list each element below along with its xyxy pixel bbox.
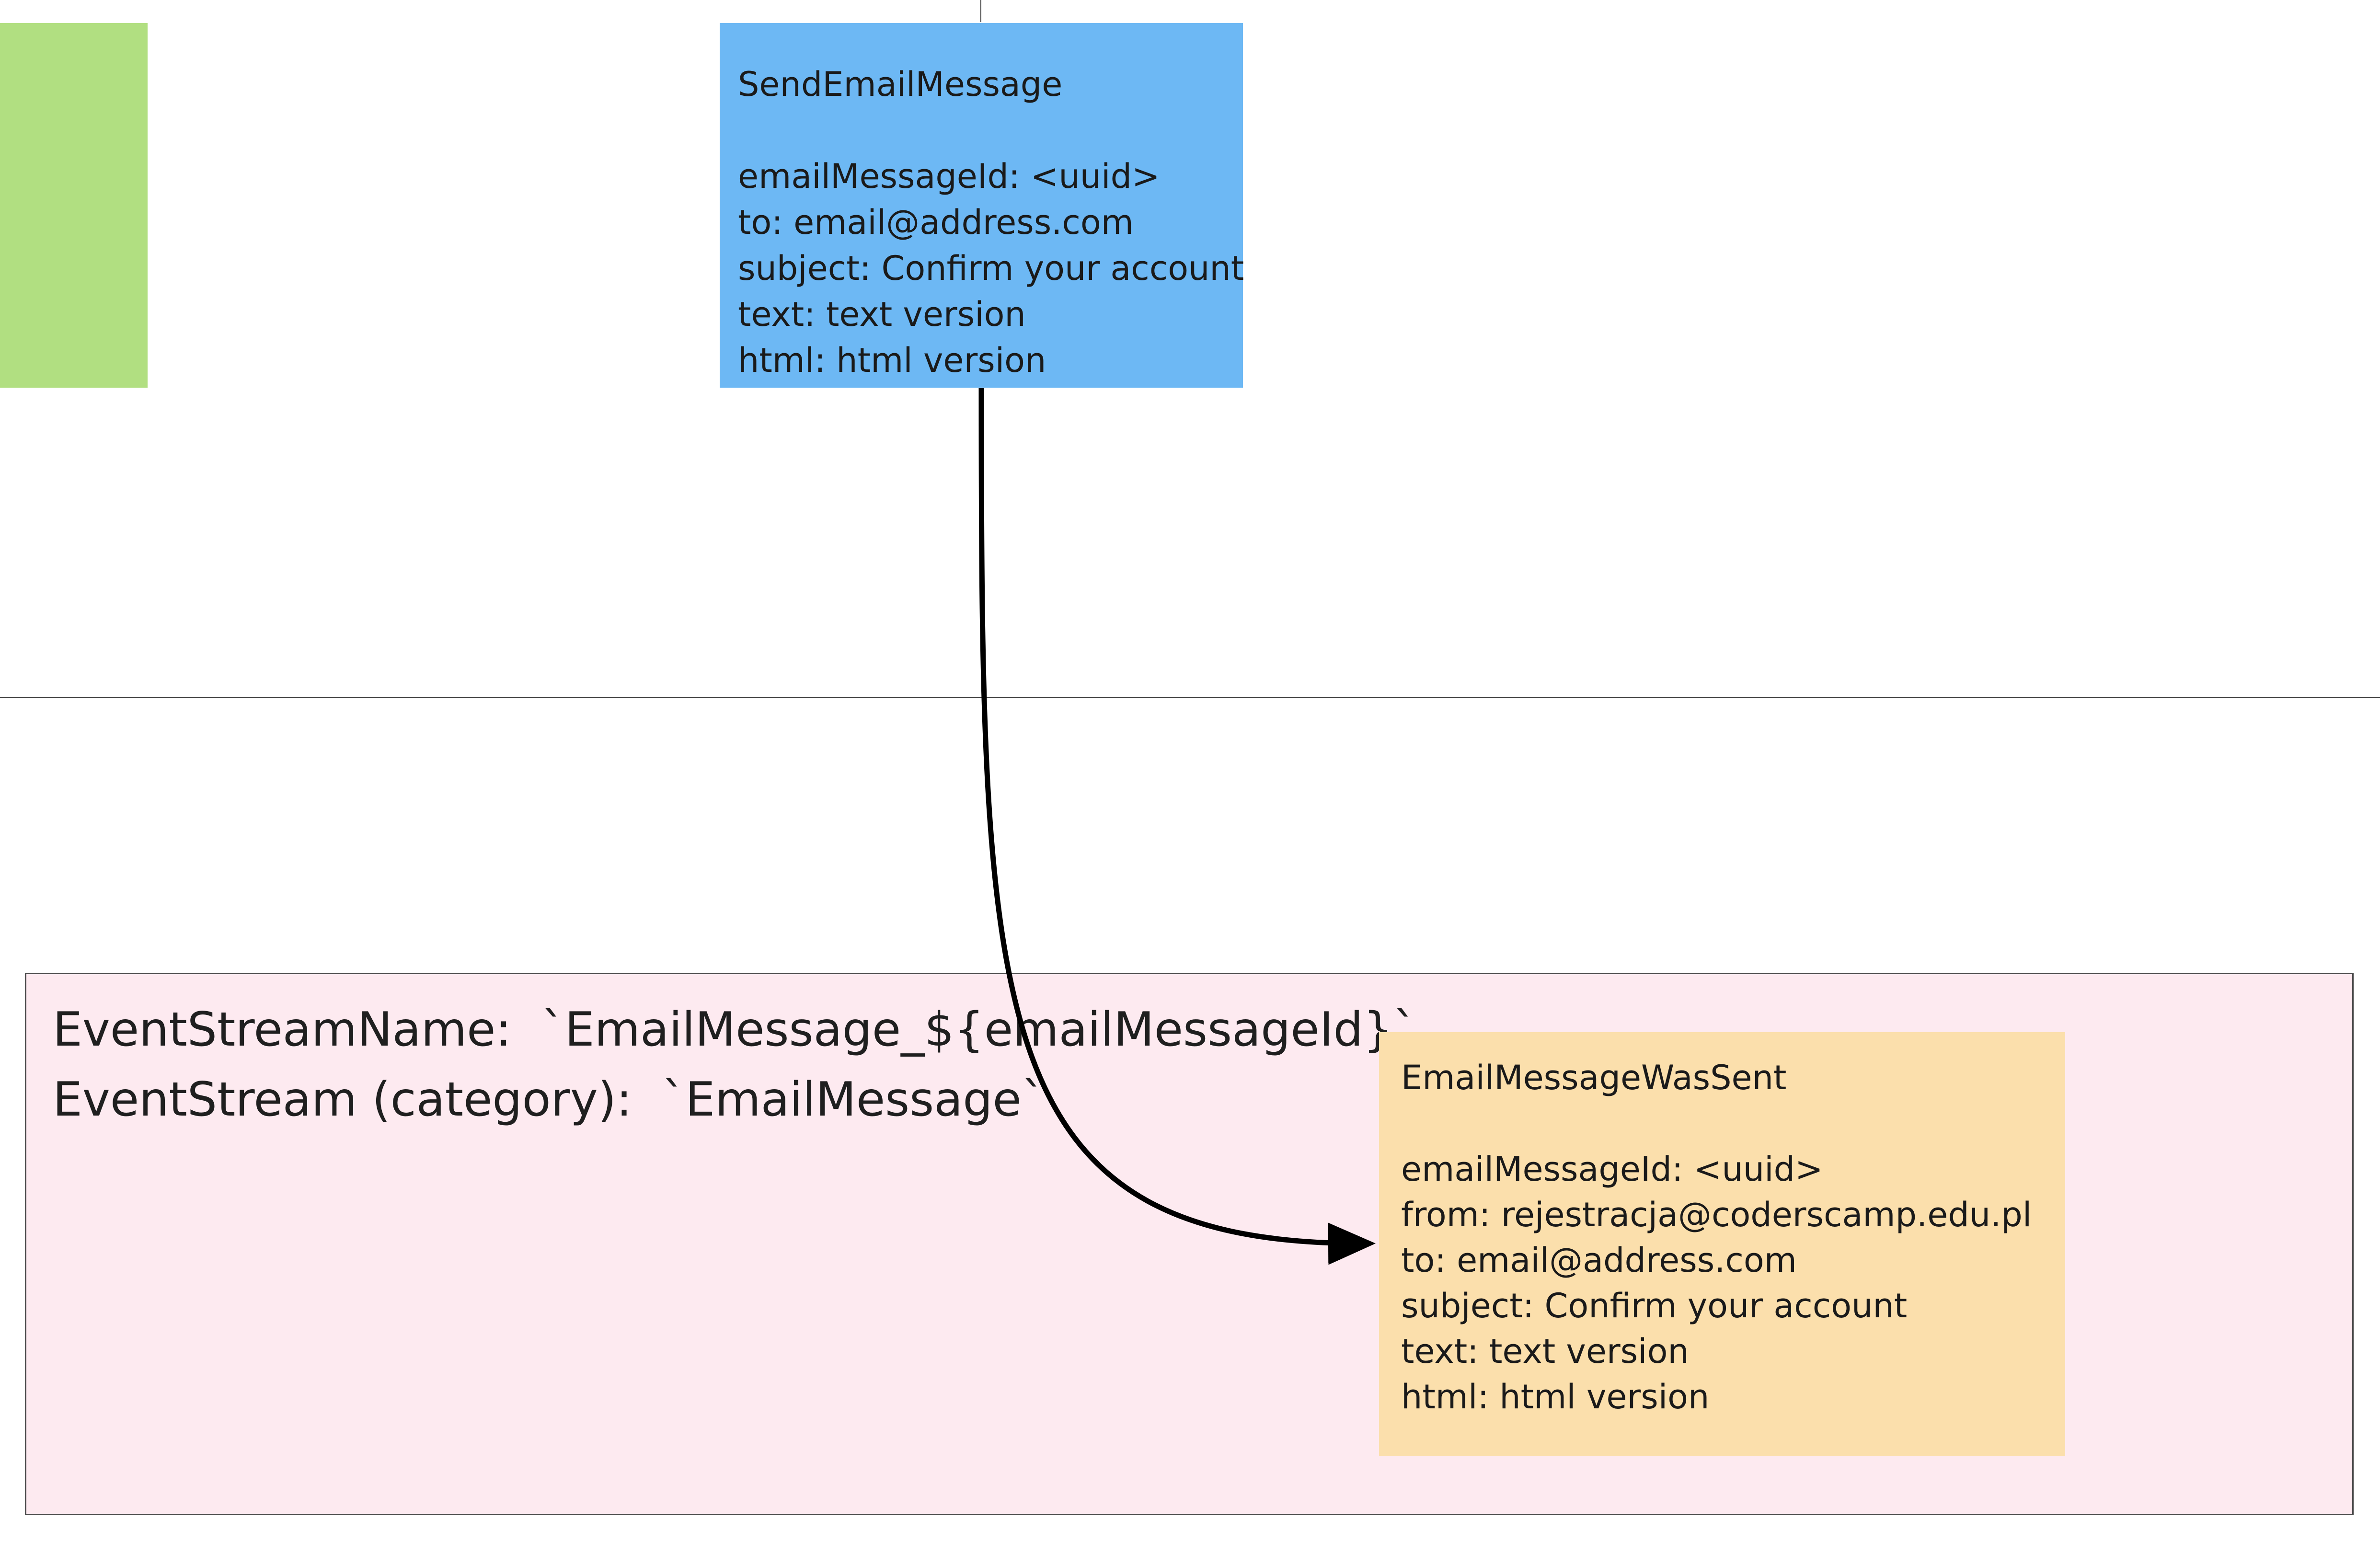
event-sticky-email-message-was-sent[interactable]: EmailMessageWasSent emailMessageId: <uui…: [1379, 1032, 2065, 1456]
command-field-email-message-id: emailMessageId: <uuid>: [738, 157, 1160, 196]
event-stream-label: EventStreamName: `EmailMessage_${emailMe…: [53, 995, 1416, 1135]
command-title: SendEmailMessage: [738, 65, 1063, 104]
command-field-text: text: text version: [738, 295, 1026, 334]
command-field-to: to: email@address.com: [738, 203, 1134, 242]
stream-name-line: EventStreamName: `EmailMessage_${emailMe…: [53, 1002, 1417, 1057]
command-spacer: [738, 107, 1225, 153]
event-title: EmailMessageWasSent: [1401, 1058, 1787, 1097]
incoming-connector: [980, 0, 981, 22]
green-sticky-note[interactable]: [0, 23, 148, 388]
event-field-html: html: html version: [1401, 1377, 1710, 1416]
event-spacer: [1401, 1101, 2043, 1147]
command-sticky-send-email-message[interactable]: SendEmailMessage emailMessageId: <uuid> …: [720, 23, 1244, 388]
stream-category-line: EventStream (category): `EmailMessage`: [53, 1072, 1045, 1127]
event-field-from: from: rejestracja@coderscamp.edu.pl: [1401, 1195, 2032, 1234]
event-field-subject: subject: Confirm your account: [1401, 1286, 1908, 1325]
command-field-html: html: html version: [738, 341, 1046, 380]
event-field-email-message-id: emailMessageId: <uuid>: [1401, 1150, 1823, 1189]
event-field-to: to: email@address.com: [1401, 1241, 1797, 1280]
event-field-text: text: text version: [1401, 1332, 1689, 1371]
lane-divider: [0, 697, 2380, 698]
command-field-subject: subject: Confirm your account: [738, 249, 1244, 288]
